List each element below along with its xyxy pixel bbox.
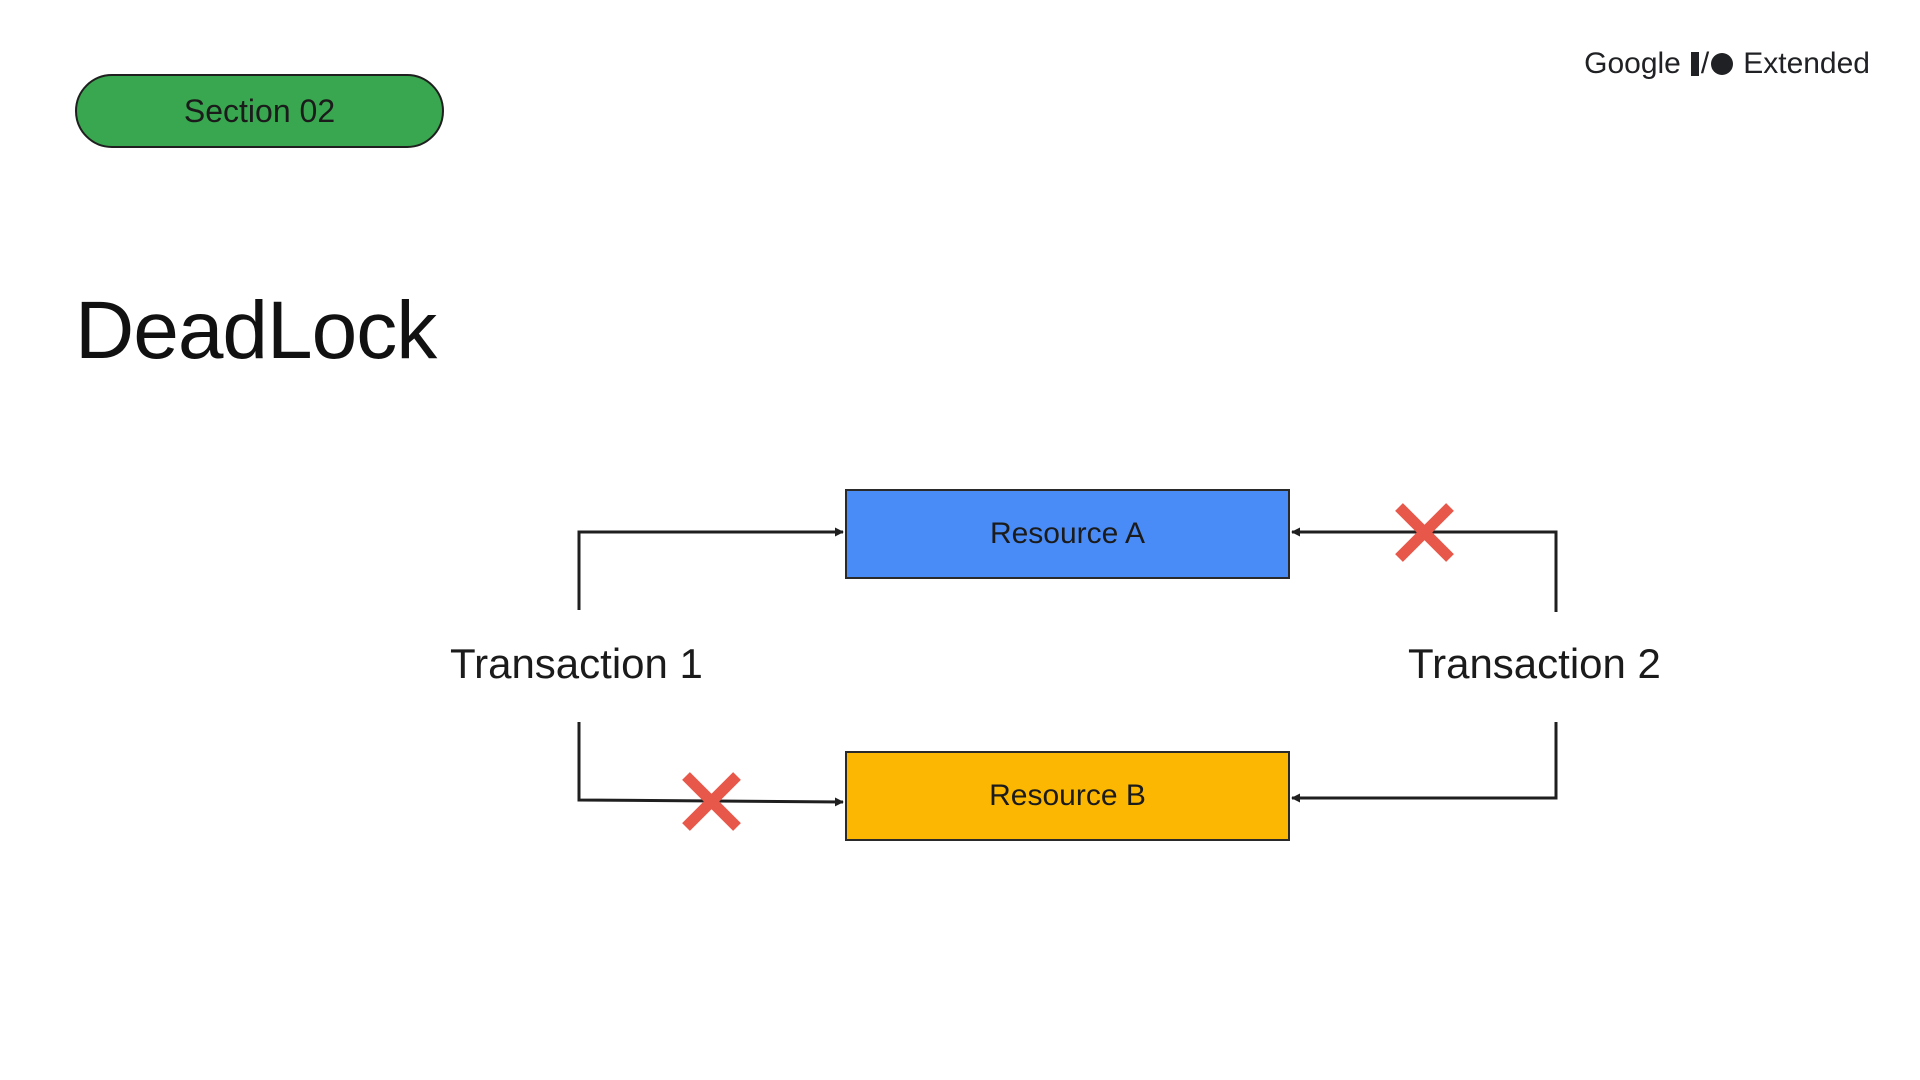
- io-slash-text: /: [1700, 47, 1710, 80]
- io-logo-icon: /: [1690, 47, 1734, 80]
- brand-extended-text: Extended: [1743, 47, 1870, 80]
- blocked-x-icon-resource-b: [682, 772, 741, 831]
- blocked-x-icon-resource-a: [1395, 503, 1454, 562]
- page-title: DeadLock: [75, 285, 437, 376]
- resource-a-box: Resource A: [845, 489, 1290, 579]
- transaction-2-label: Transaction 2: [1408, 640, 1661, 687]
- t2-to-resource-a-connector: [1291, 527, 1558, 612]
- brand-google-text: Google: [1584, 47, 1681, 80]
- section-pill: Section 02: [75, 74, 444, 148]
- resource-b-label: Resource B: [989, 779, 1146, 812]
- t2-to-resource-b-connector: [1291, 722, 1558, 803]
- section-pill-label: Section 02: [183, 92, 336, 129]
- t1-to-resource-a-connector: [577, 527, 844, 610]
- t1-to-resource-b-connector: [577, 722, 844, 807]
- transaction-1-label: Transaction 1: [450, 640, 703, 687]
- brand-logo: Google / Extended: [1584, 44, 1870, 84]
- resource-b-box: Resource B: [845, 751, 1290, 841]
- io-dot-icon: [1711, 53, 1734, 75]
- resource-a-label: Resource A: [989, 517, 1146, 550]
- io-bar-icon: [1690, 52, 1699, 76]
